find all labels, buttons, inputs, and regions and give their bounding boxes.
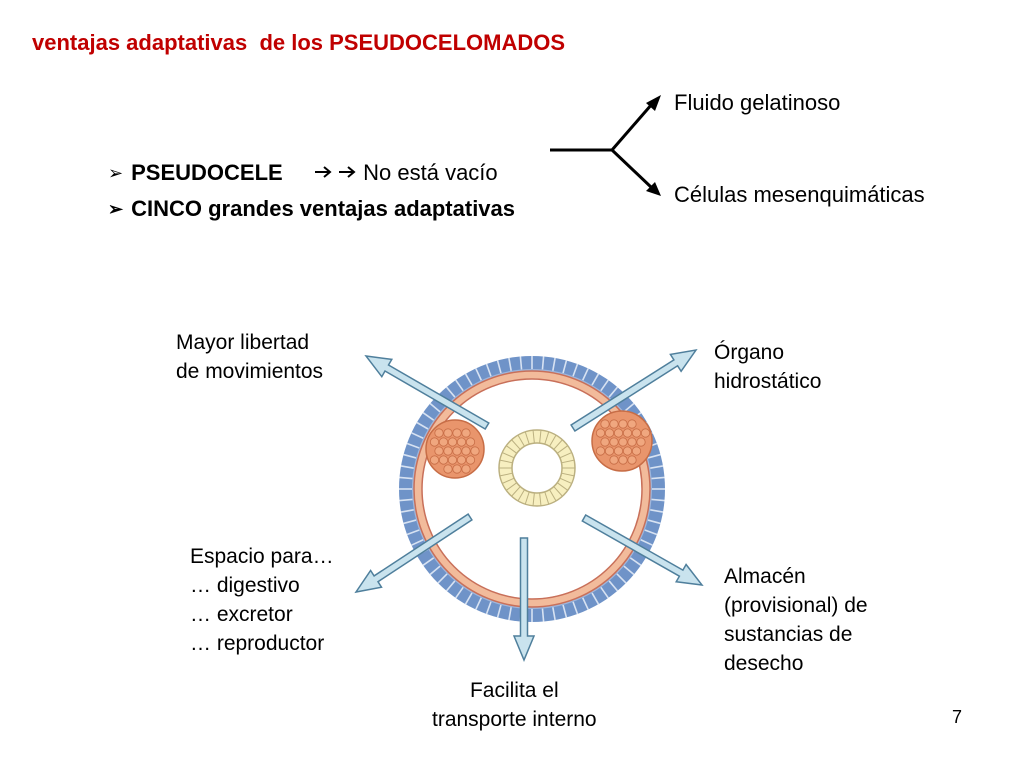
advantage-transporte: Facilita el transporte interno [432, 679, 597, 731]
advantage-organo: Órgano hidrostático [714, 341, 822, 393]
advantage-arrows [354, 348, 704, 662]
bullet-text: CINCO grandes ventajas adaptativas [131, 196, 516, 221]
gonad-left [425, 419, 485, 479]
gonad-right [591, 410, 653, 472]
block-arrow [581, 513, 704, 586]
advantage-almacen: Almacén (provisional) de sustancias de d… [724, 565, 868, 675]
bullet-pseudocele: ➢ PSEUDOCELE No está vacío [108, 134, 498, 212]
bullet-lead: PSEUDOCELE [131, 160, 283, 185]
block-arrow [354, 513, 473, 594]
branch-fluido: Fluido gelatinoso [674, 90, 841, 115]
branch-connector [550, 95, 661, 196]
slide-title: ventajas adaptativas de los PSEUDOCELOMA… [32, 30, 566, 55]
muscle-layer [413, 370, 651, 608]
block-arrow [364, 355, 490, 431]
intestine [498, 429, 576, 507]
block-arrow [570, 348, 698, 433]
block-arrow [512, 537, 536, 662]
bullet-ventajas: ➢ CINCO grandes ventajas adaptativas [108, 196, 515, 222]
bullet-marker-icon: ➢ [108, 162, 124, 183]
bullet-text: No está vacío [363, 160, 498, 185]
branch-celulas: Células mesenquimáticas [674, 182, 925, 207]
advantage-libertad: Mayor libertad de movimientos [176, 331, 324, 383]
arrow-right-icon [289, 134, 357, 212]
epidermis-cells [399, 356, 665, 622]
bullet-marker-icon: ➢ [108, 198, 124, 219]
page-number: 7 [951, 707, 962, 727]
advantage-espacio: Espacio para… … digestivo … excretor … r… [190, 545, 334, 655]
